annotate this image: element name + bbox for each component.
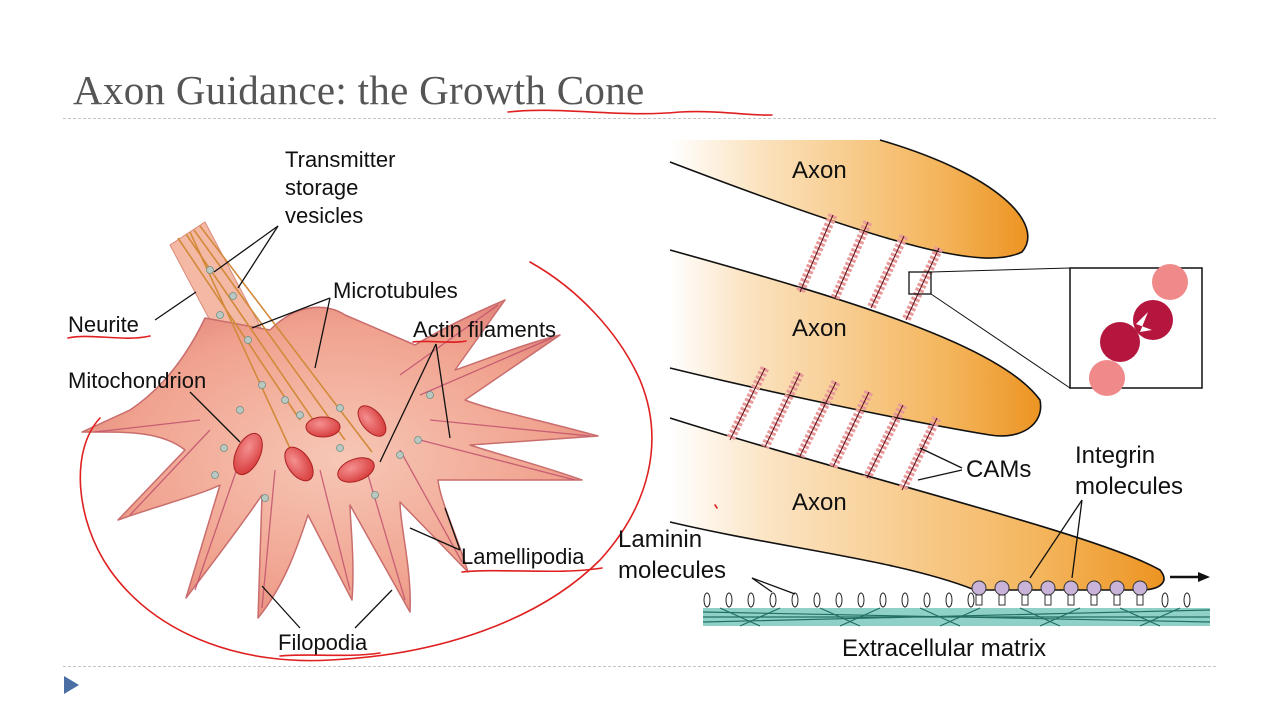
axon-label-middle: Axon [792,315,847,342]
microtubules-label: Microtubules [333,278,458,303]
axon-label-top: Axon [792,157,847,184]
lamellipodia-label: Lamellipodia [461,544,585,569]
mitochondrion-label: Mitochondrion [68,368,207,393]
filopodia-label: Filopodia [278,630,368,655]
cams-label: CAMs [966,456,1032,483]
slide-title: Axon Guidance: the Growth Cone [73,67,645,113]
neurite-label: Neurite [68,312,139,337]
laminin-molecules-label: Laminin molecules [618,526,727,584]
title-divider [63,118,1216,119]
growth-direction-arrow-icon [1198,572,1210,582]
extracellular-matrix-label: Extracellular matrix [842,635,1047,662]
transmitter-vesicles-label: Transmitter storage vesicles [285,147,396,228]
handwritten-annotations [67,109,773,662]
integrin-molecules-label: Integrin molecules [1075,442,1184,500]
play-triangle-icon[interactable] [64,676,79,694]
axon-adhesion-illustration [669,139,1211,627]
growth-cone-illustration [81,221,599,629]
axon-label-bottom: Axon [792,489,847,516]
actin-filaments-label: Actin filaments [413,317,557,342]
footer-divider [63,666,1216,667]
